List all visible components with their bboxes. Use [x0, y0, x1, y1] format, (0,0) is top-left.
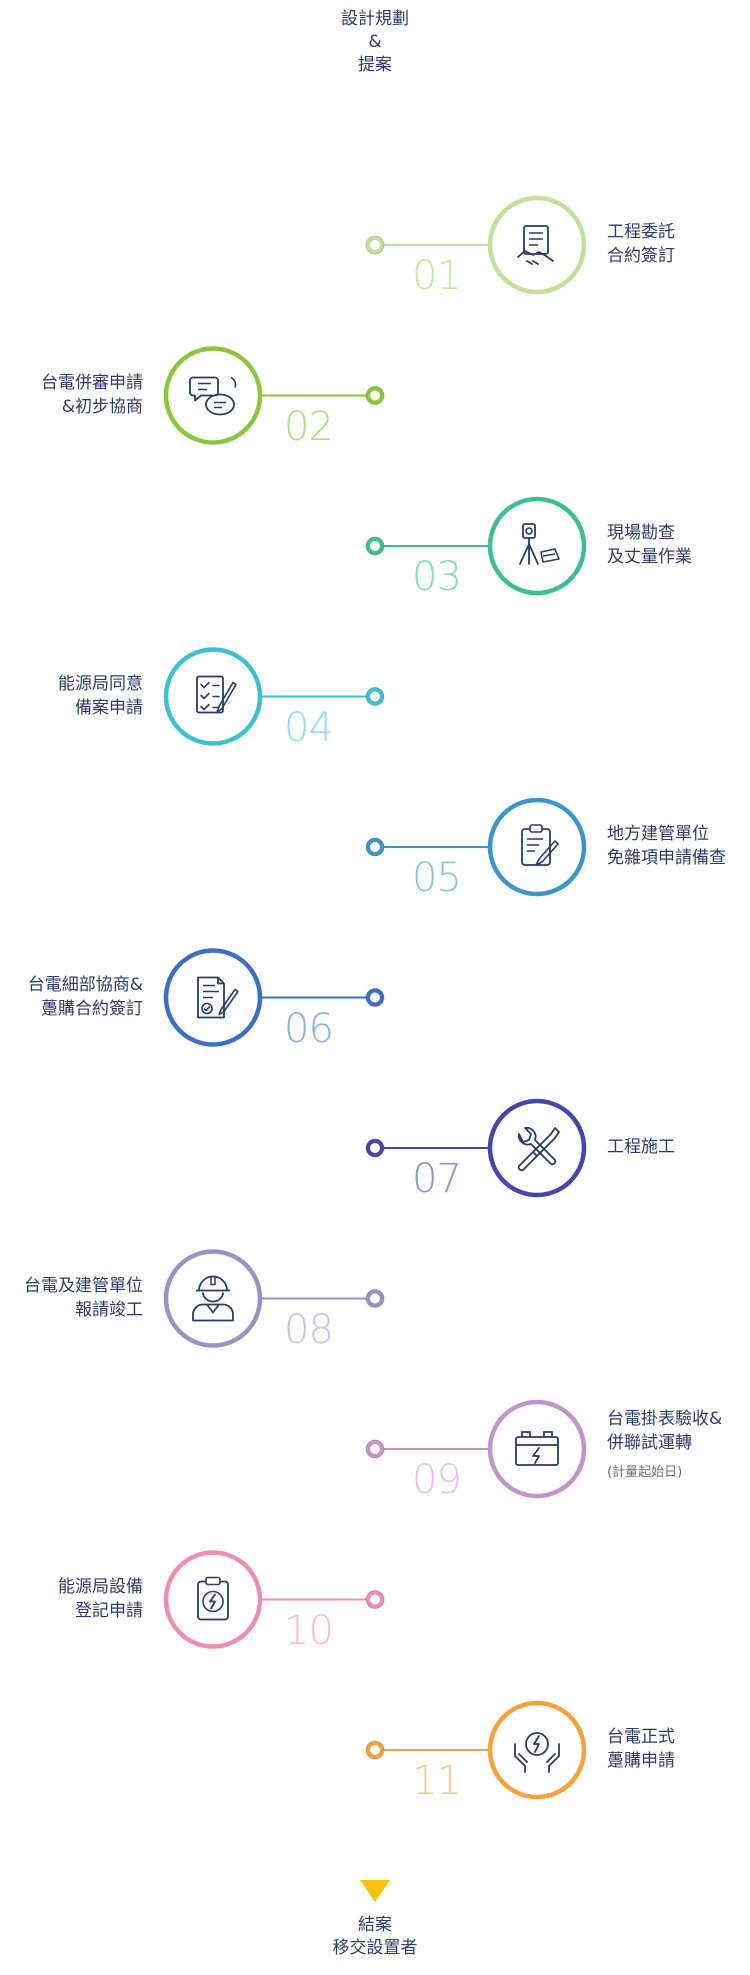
step-06-spine-dot-center — [370, 992, 380, 1003]
step-08-number: 08 — [284, 1306, 334, 1353]
step-04-node — [163, 647, 263, 746]
battery-charge-icon — [515, 1431, 559, 1466]
step-03-label: 現場勘查 及丈量作業 — [607, 521, 747, 569]
step-07-spine-dot-center — [370, 1143, 380, 1153]
step-03-number: 03 — [412, 554, 462, 600]
step-07-label: 工程施工 — [607, 1135, 747, 1159]
step-09-label-text: 台電掛表驗收& 併聯試運轉 — [607, 1409, 723, 1454]
step-09-number: 09 — [412, 1457, 462, 1503]
step-11-label-text: 台電正式 躉購申請 — [607, 1727, 675, 1771]
step-09-circle — [487, 1399, 587, 1499]
step-04-label: 能源局同意 備案申請 — [0, 672, 143, 720]
step-07-label-text: 工程施工 — [607, 1137, 675, 1157]
step-01-node — [487, 195, 587, 295]
step-09-label: 台電掛表驗收& 併聯試運轉 (計量起始日) — [607, 1407, 747, 1485]
step-07-number: 07 — [412, 1156, 462, 1202]
step-10-spine-dot-center — [370, 1594, 380, 1605]
step-05-label-text: 地方建管單位 免雜項申請備查 — [607, 824, 726, 868]
step-07-node — [487, 1098, 587, 1198]
hands-energy-icon — [514, 1732, 560, 1773]
checklist-form-icon — [196, 675, 237, 714]
step-08-node — [163, 1249, 263, 1348]
step-08-label: 台電及建管單位 報請竣工 — [0, 1274, 143, 1322]
step-03-spine-dot-center — [370, 541, 380, 551]
step-10-label: 能源局設備 登記申請 — [0, 1575, 143, 1623]
energy-clipboard-icon — [197, 1576, 229, 1621]
step-09-spine-dot-center — [370, 1444, 380, 1454]
step-01-label: 工程委託 合約簽訂 — [607, 220, 747, 268]
step-11-number: 11 — [412, 1758, 462, 1804]
end-label-line2: 移交設置者 — [332, 1938, 418, 1958]
step-11-spine-dot-center — [370, 1745, 380, 1755]
step-01-label-text: 工程委託 合約簽訂 — [607, 222, 675, 266]
step-10-circle — [163, 1550, 263, 1649]
clipboard-pen-icon — [521, 824, 559, 866]
tools-wrench-screwdriver-icon — [517, 1126, 560, 1172]
engineer-worker-icon — [192, 1275, 234, 1322]
step-05-spine-dot-center — [370, 842, 380, 852]
step-02-spine-dot-center — [370, 390, 380, 401]
survey-theodolite-icon — [519, 523, 560, 565]
step-05-number: 05 — [412, 855, 462, 901]
step-08-label-text: 台電及建管單位 報請竣工 — [24, 1275, 143, 1320]
chat-bubbles-icon — [189, 376, 237, 416]
step-06-label: 台電細部協商& 躉購合約簽訂 — [0, 973, 143, 1021]
step-06-node — [163, 948, 263, 1047]
start-label: 設計規劃 & 提案 — [275, 8, 475, 77]
step-03-node — [487, 496, 587, 596]
step-09-note: (計量起始日) — [607, 1465, 683, 1481]
step-08-circle — [163, 1249, 263, 1348]
end-label: 結案 移交設置者 — [275, 1914, 475, 1960]
step-02-number: 02 — [284, 403, 334, 450]
step-01-number: 01 — [412, 253, 462, 299]
step-04-spine-dot-center — [370, 691, 380, 702]
step-02-node — [163, 346, 263, 445]
step-06-number: 06 — [284, 1005, 334, 1052]
step-10-node — [163, 1550, 263, 1649]
step-03-circle — [487, 496, 587, 596]
step-02-label: 台電併審申請 &初步協商 — [0, 371, 143, 419]
start-label-line3: 提案 — [358, 55, 392, 75]
step-03-label-text: 現場勘查 及丈量作業 — [607, 523, 692, 567]
step-05-node — [487, 797, 587, 897]
step-06-label-text: 台電細部協商& 躉購合約簽訂 — [27, 974, 143, 1019]
start-label-line2: & — [368, 32, 382, 52]
document-sign-icon — [197, 976, 239, 1019]
step-05-circle — [487, 797, 587, 897]
step-05-label: 地方建管單位 免雜項申請備查 — [607, 822, 747, 870]
step-08-spine-dot-center — [370, 1293, 380, 1304]
step-09-node — [487, 1399, 587, 1499]
step-11-node — [487, 1700, 587, 1800]
timeline-nodes — [163, 195, 587, 1800]
arrow-head — [360, 1880, 390, 1902]
end-label-line1: 結案 — [358, 1915, 392, 1935]
start-label-line1: 設計規劃 — [341, 9, 409, 29]
contract-handshake-icon — [517, 225, 554, 265]
step-01-spine-dot-center — [370, 240, 380, 250]
step-02-label-text: 台電併審申請 &初步協商 — [41, 372, 143, 417]
connector-lines — [260, 244, 490, 1751]
step-04-label-text: 能源局同意 備案申請 — [58, 673, 143, 718]
step-10-label-text: 能源局設備 登記申請 — [58, 1576, 143, 1621]
step-04-number: 04 — [284, 704, 334, 751]
step-11-label: 台電正式 躉購申請 — [607, 1725, 747, 1773]
step-10-number: 10 — [284, 1607, 334, 1654]
